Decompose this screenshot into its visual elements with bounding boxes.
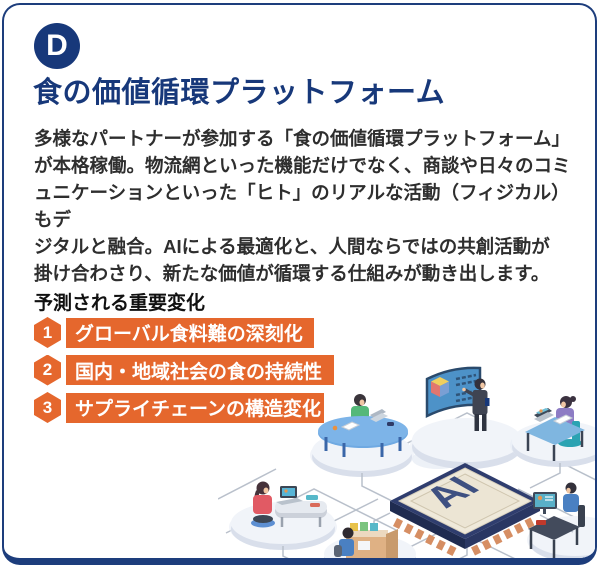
change-item-2: 2 国内・地域社会の食の持続性 xyxy=(34,354,334,386)
desk xyxy=(318,416,408,457)
laptop xyxy=(534,408,554,422)
presenter-person xyxy=(462,378,490,431)
info-panel: D 食の価値循環プラットフォーム 多様なパートナーが参加する「食の価値循環プラッ… xyxy=(2,3,597,565)
presenter-workstation xyxy=(425,366,490,431)
change-number: 3 xyxy=(42,397,53,417)
disc-presenter xyxy=(410,418,524,469)
stall-workstation xyxy=(334,522,398,558)
change-number-hexagon: 2 xyxy=(34,354,61,386)
chip-pins xyxy=(393,517,535,556)
change-number: 1 xyxy=(42,322,53,342)
change-label: 国内・地域社会の食の持続性 xyxy=(75,361,323,383)
change-label: サプライチェーンの構造変化 xyxy=(75,399,322,420)
screen-text-lines xyxy=(455,373,477,403)
monitor xyxy=(533,492,557,514)
change-label-bar: グローバル食料難の深刻化 xyxy=(66,317,314,348)
body-paragraph: 多様なパートナーが参加する「食の価値循環プラットフォーム」 が本格稼働。物流網と… xyxy=(34,128,571,284)
change-number-hexagon: 3 xyxy=(34,392,61,423)
change-number: 2 xyxy=(42,360,53,379)
laptop xyxy=(370,409,388,422)
network-illustration: AI xyxy=(218,366,595,558)
change-label: グローバル食料難の深刻化 xyxy=(75,324,303,345)
laptop xyxy=(276,486,303,505)
pink-worker-workstation xyxy=(251,481,327,528)
changes-heading: 予測される重要変化 xyxy=(34,293,206,314)
section-badge-letter: D xyxy=(46,29,68,62)
purple-worker-workstation xyxy=(525,396,585,461)
page-title: 食の価値循環プラットフォーム xyxy=(33,77,446,109)
change-label-bar: 国内・地域社会の食の持続性 xyxy=(66,355,334,385)
ai-chip: AI xyxy=(390,463,540,556)
change-label-bar: サプライチェーンの構造変化 xyxy=(66,392,324,423)
section-badge: D xyxy=(34,23,80,69)
change-item-1: 1 グローバル食料難の深刻化 xyxy=(34,317,334,348)
change-number-hexagon: 1 xyxy=(34,317,61,348)
change-item-3: 3 サプライチェーンの構造変化 xyxy=(34,392,334,423)
screen-cube-icon xyxy=(431,377,449,397)
monitor-worker-workstation xyxy=(528,482,585,558)
green-worker-workstation xyxy=(318,394,408,457)
changes-list: 1 グローバル食料難の深刻化 2 国内・地域社会の食の持続性 3 サプライチェー… xyxy=(34,317,334,430)
